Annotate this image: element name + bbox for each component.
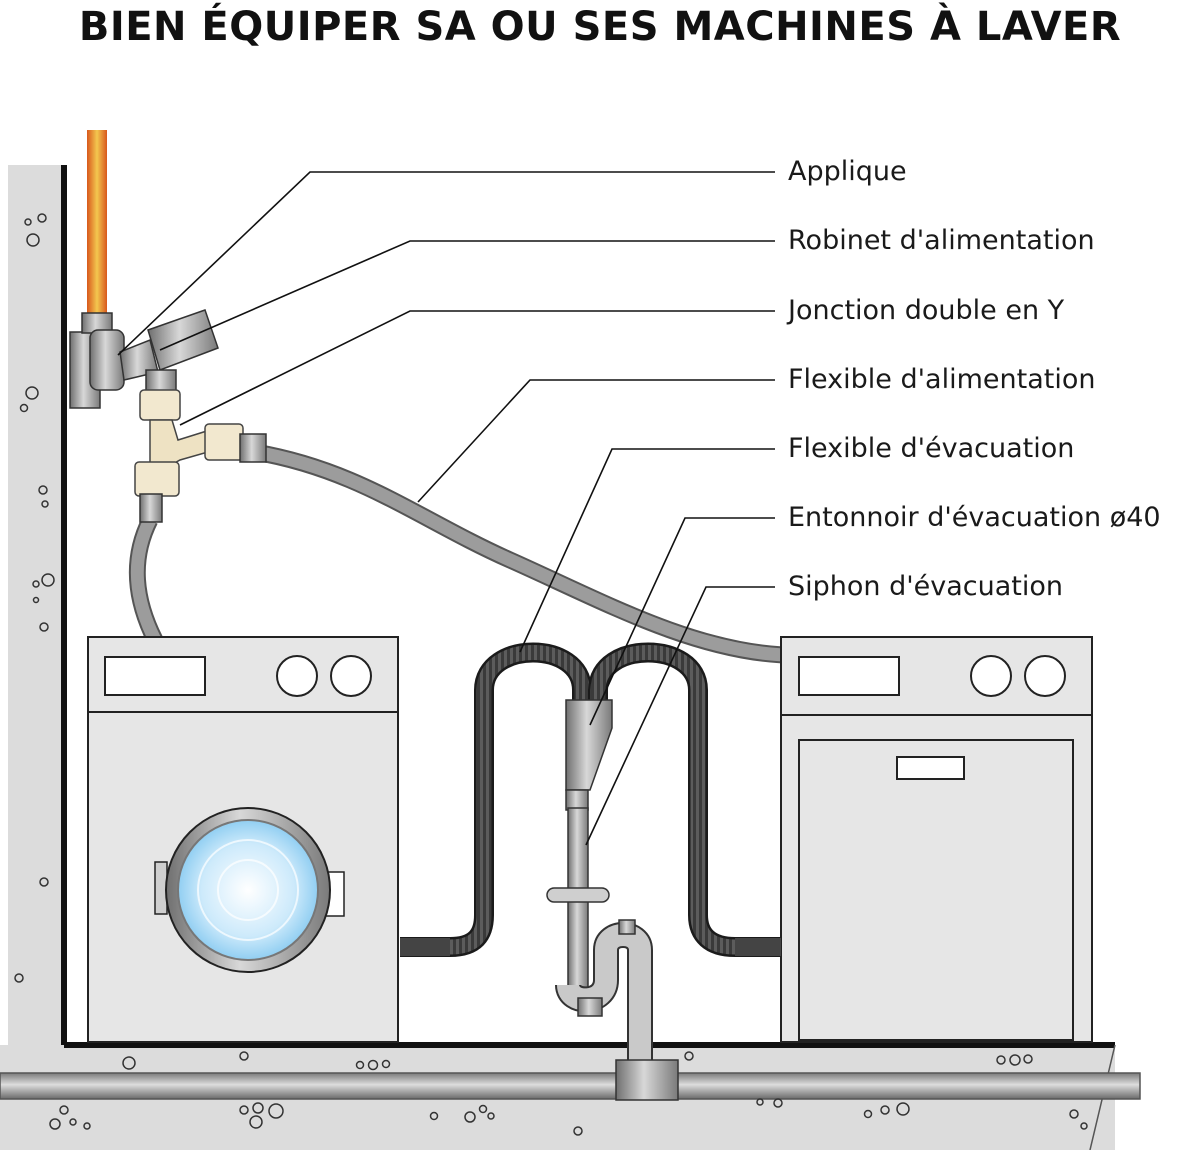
label-y-junction: Jonction double en Y <box>788 295 1065 326</box>
supply-hose-right-outline <box>253 443 784 664</box>
label-supply-hose: Flexible d'alimentation <box>788 364 1096 395</box>
drain-hose-fitting-right <box>735 938 781 956</box>
label-drain-siphon: Siphon d'évacuation <box>788 571 1064 602</box>
drain-hose-fitting-left <box>400 938 450 956</box>
y-junction <box>134 389 267 523</box>
drain-funnel <box>565 699 613 811</box>
floor <box>0 1042 1141 1150</box>
drain-hose-right-outline <box>588 642 780 957</box>
supply-hose-right <box>253 445 784 662</box>
supply-hose-left <box>130 517 161 643</box>
wall <box>8 165 67 1045</box>
drain-siphon <box>546 807 679 1101</box>
label-supply-valve: Robinet d'alimentation <box>788 225 1095 256</box>
drain-hose-right <box>590 645 780 955</box>
label-applique: Applique <box>788 156 907 187</box>
wall-bracket <box>69 312 125 409</box>
supply-pipe <box>87 130 107 315</box>
label-drain-hose: Flexible d'évacuation <box>788 433 1075 464</box>
label-drain-funnel: Entonnoir d'évacuation ø40 <box>788 502 1161 533</box>
washing-machine <box>87 636 399 1043</box>
drain-hose-left <box>400 645 590 955</box>
dishwasher <box>780 636 1093 1043</box>
leader-lines <box>117 171 775 846</box>
supply-valve <box>119 309 219 393</box>
diagram-title: BIEN ÉQUIPER SA OU SES MACHINES À LAVER <box>78 4 1122 50</box>
